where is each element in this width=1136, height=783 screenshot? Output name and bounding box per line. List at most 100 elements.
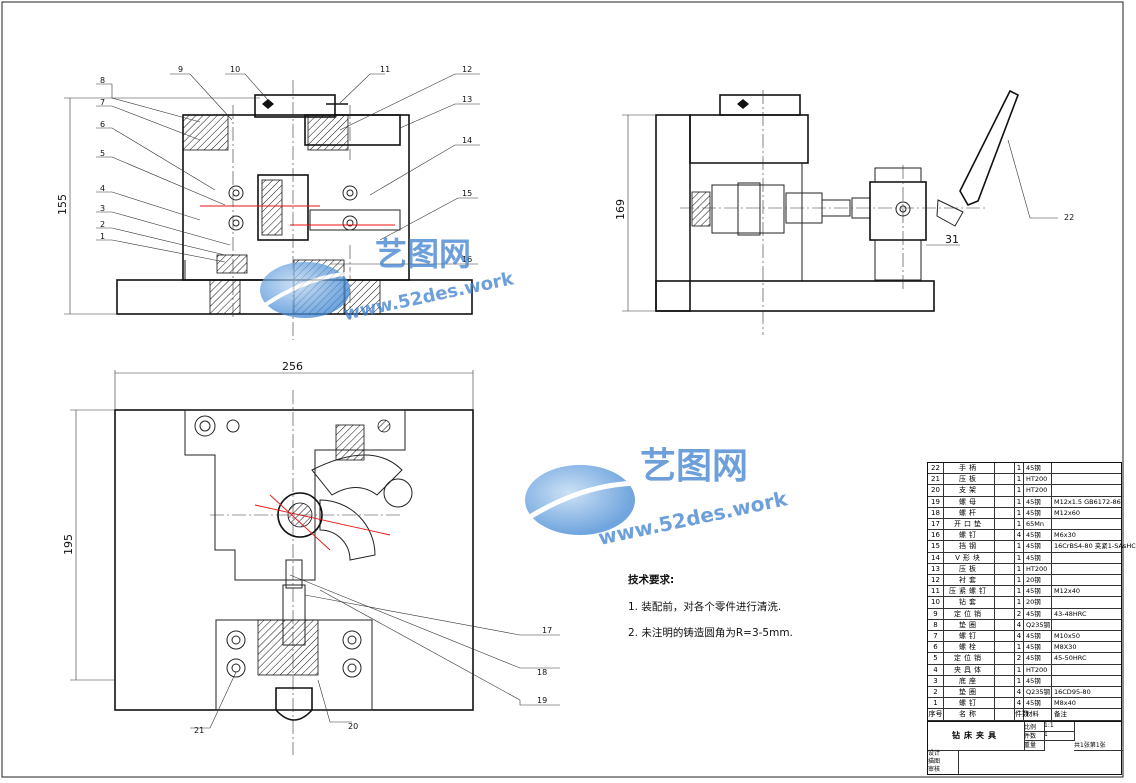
balloon-20: 20 [348, 722, 358, 731]
parts-cell: 10 [928, 597, 944, 608]
parts-cell: 16CrBS4-80 夹紧1-SAsHC [1054, 542, 1136, 551]
svg-text:艺图网: 艺图网 [640, 446, 748, 487]
side-height-dim: 169 [614, 199, 627, 220]
balloon-14: 14 [462, 136, 472, 145]
parts-cell [995, 687, 1015, 698]
parts-cell [995, 519, 1015, 530]
parts-cell [995, 619, 1015, 630]
weight-label: 重量 [1024, 739, 1045, 751]
parts-cell [995, 642, 1015, 653]
parts-cell [995, 485, 1015, 496]
parts-cell: 1 [1015, 519, 1024, 530]
parts-cell: 45钢 [1024, 530, 1052, 541]
parts-cell: 压紧螺钉 [944, 586, 995, 597]
plan-width-dim: 256 [282, 360, 303, 373]
parts-cell: 4 [1015, 698, 1024, 709]
count-label: 件数 [1024, 730, 1045, 741]
parts-cell [995, 496, 1015, 507]
parts-cell: 2 [928, 687, 944, 698]
parts-cell [1052, 676, 1123, 686]
parts-cell: 1 [1015, 675, 1024, 686]
parts-cell: M12x1.5 GB6172-86 [1054, 497, 1121, 506]
parts-cell: 15 [928, 541, 944, 552]
scale-label: 比例 [1024, 721, 1045, 732]
balloon-6: 6 [100, 120, 105, 129]
parts-cell [995, 575, 1015, 586]
parts-cell: 7 [928, 631, 944, 642]
balloon-22: 22 [1064, 213, 1074, 222]
parts-cell: 压板 [944, 563, 995, 574]
parts-cell: 20钢 [1024, 597, 1052, 608]
scale-value: 1:1 [1044, 721, 1075, 732]
parts-header-row: 序号名称件数材料备注 [928, 709, 1121, 721]
parts-cell: 21 [928, 474, 944, 485]
parts-cell: HT200 [1024, 664, 1052, 675]
balloon-1: 1 [100, 232, 105, 241]
parts-cell: 螺杆 [944, 507, 995, 518]
parts-cell: 挡钢 [944, 541, 995, 552]
parts-cell: 45-50HRC [1054, 654, 1087, 663]
parts-cell: 螺钉 [944, 631, 995, 642]
parts-cell: 1 [1015, 507, 1024, 518]
parts-cell [1052, 553, 1123, 563]
parts-cell: 45钢 [1024, 631, 1052, 642]
parts-cell: 4 [928, 664, 944, 675]
count-value: 1 [1044, 730, 1075, 741]
parts-cell: 手柄 [944, 463, 995, 474]
parts-cell: 20 [928, 485, 944, 496]
balloon-2: 2 [100, 220, 105, 229]
parts-cell: M8x40 [1054, 699, 1076, 708]
drawing-title: 钻床夹具 [928, 721, 1025, 751]
parts-cell [995, 563, 1015, 574]
note-2: 2. 未注明的铸造圆角为R=3-5mm. [628, 627, 793, 639]
balloon-10: 10 [230, 65, 240, 74]
parts-cell: Q235钢 [1026, 687, 1052, 698]
parts-cell: HT200 [1024, 563, 1052, 574]
parts-cell: 3 [928, 675, 944, 686]
parts-cell: 支架 [944, 485, 995, 496]
parts-cell: 定位销 [944, 653, 995, 664]
parts-cell: 45钢 [1024, 608, 1052, 619]
parts-cell: 1 [1015, 474, 1024, 485]
parts-cell: 1 [1015, 563, 1024, 574]
balloon-8: 8 [100, 76, 105, 85]
sheet-count: 共1张第1张 [1074, 740, 1123, 751]
parts-cell: 45钢 [1024, 675, 1052, 686]
design-label: 设计 [928, 749, 941, 757]
parts-cell [995, 507, 1015, 518]
parts-cell [995, 608, 1015, 619]
balloon-18: 18 [537, 668, 547, 677]
parts-cell: 45钢 [1024, 586, 1052, 597]
balloon-3: 3 [100, 204, 105, 213]
parts-cell: 17 [928, 519, 944, 530]
parts-cell: 定位销 [944, 608, 995, 619]
draw-label: 描图 [928, 757, 941, 765]
parts-cell: 2 [1015, 653, 1024, 664]
balloon-9: 9 [178, 65, 183, 74]
parts-cell: 45钢 [1024, 698, 1052, 709]
parts-cell: 1 [1015, 485, 1024, 496]
parts-cell: 13 [928, 563, 944, 574]
parts-cell: 18 [928, 507, 944, 518]
parts-cell: 45钢 [1024, 541, 1052, 552]
check-label: 审核 [928, 765, 941, 773]
balloon-5: 5 [100, 149, 105, 158]
balloon-12: 12 [462, 65, 472, 74]
parts-cell: 1 [1015, 496, 1024, 507]
technical-notes: 技术要求: 1. 装配前，对各个零件进行清洗. 2. 未注明的铸造圆角为R=3-… [628, 572, 793, 651]
parts-cell: Q235钢 [1026, 619, 1052, 630]
balloon-21: 21 [194, 726, 204, 735]
